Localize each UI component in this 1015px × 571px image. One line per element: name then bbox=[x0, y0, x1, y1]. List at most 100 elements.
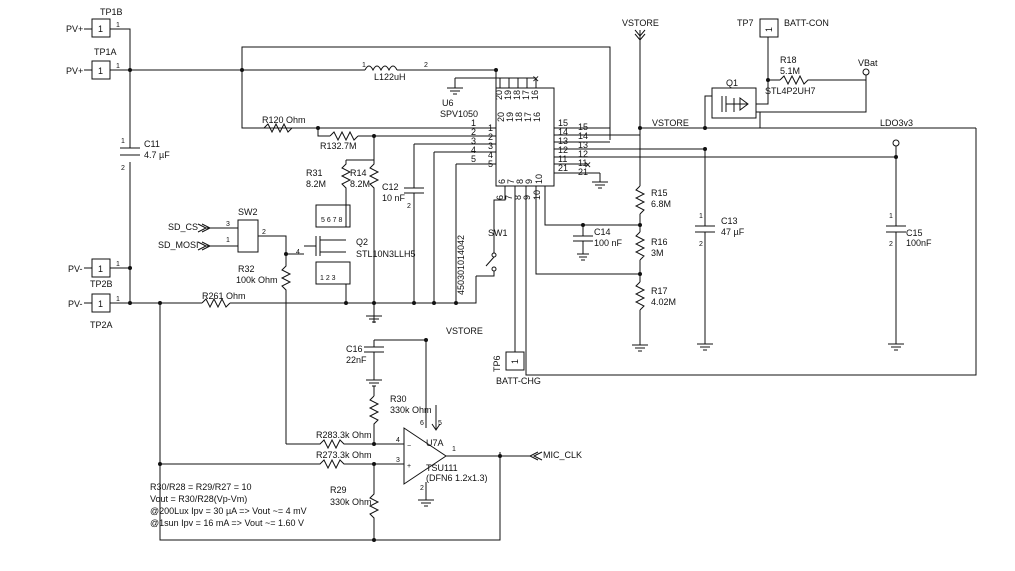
c12-capacitor: C12 10 nF 2 bbox=[382, 144, 424, 303]
tp6-pin: 1 bbox=[510, 359, 520, 364]
r28-ref: R283.3k Ohm bbox=[316, 430, 372, 440]
r17-resistor: R17 4.02M bbox=[634, 281, 676, 311]
ldo3v3-net-label: LDO3v3 bbox=[880, 118, 913, 128]
u6-pin-8: 8 bbox=[515, 179, 525, 184]
u6-pin-20-inner: 20 bbox=[496, 112, 506, 122]
c13-capacitor: C13 47 µF 1 2 bbox=[695, 149, 745, 351]
u6-pin-9-outer: 9 bbox=[522, 195, 532, 200]
r132-resistor: R132.7M bbox=[320, 130, 359, 151]
r31-ref: R31 bbox=[306, 168, 323, 178]
u6-pin-16-inner: 16 bbox=[532, 112, 542, 122]
tp2a-pin-number: 1 bbox=[116, 296, 120, 303]
sw1-ref: SW1 bbox=[488, 228, 508, 238]
c12-value: 10 nF bbox=[382, 193, 406, 203]
u7a-pin4: 4 bbox=[396, 437, 400, 444]
r29-value: 330k Ohm bbox=[330, 497, 372, 507]
r30-ref: R30 bbox=[390, 394, 407, 404]
u7a-pin1: 1 bbox=[452, 446, 456, 453]
sw2-switch: SW2 3 1 2 bbox=[226, 207, 266, 253]
u6-ic: U6 SPV1050 1 2 3 4 5 1 2 3 4 5 15 14 13 … bbox=[440, 87, 588, 200]
tp2b-pin: 1 bbox=[98, 264, 103, 274]
tp7-label: TP7 bbox=[737, 18, 754, 28]
sw1-switch: SW1 bbox=[485, 228, 508, 272]
c15-pin1: 1 bbox=[889, 213, 893, 220]
u6-pin-20: 20 bbox=[494, 90, 504, 100]
r16-resistor: R16 3M bbox=[634, 231, 668, 261]
tp7-testpoint: 1 TP7 BATT-CON bbox=[737, 18, 829, 38]
tp1a-net-label: PV+ bbox=[66, 66, 83, 76]
r28-resistor: R283.3k Ohm bbox=[286, 430, 404, 450]
tp1b-net-label: PV+ bbox=[66, 24, 83, 34]
sd-cs-net-label: SD_CS bbox=[168, 222, 198, 232]
r30-value: 330k Ohm bbox=[390, 405, 432, 415]
c13-value: 47 µF bbox=[721, 227, 745, 237]
u6-pin-7-outer: 7 bbox=[504, 195, 514, 200]
u6-pin16-nc-mark: ✕ bbox=[532, 74, 540, 84]
r32-resistor: R32 100k Ohm bbox=[236, 262, 292, 444]
u6-pin-21-outer: 21 bbox=[578, 167, 588, 177]
u6-pin-7: 7 bbox=[506, 179, 516, 184]
r17-ref: R17 bbox=[651, 286, 668, 296]
note-line-4: @1sun Ipv = 16 mA => Vout ~= 1.60 V bbox=[150, 518, 304, 528]
r31-resistor: R31 8.2M bbox=[306, 160, 352, 205]
u7a-pin2: 2 bbox=[420, 485, 424, 492]
u7a-package: (DFN6 1.2x1.3) bbox=[426, 473, 488, 483]
u7a-ref: U7A bbox=[426, 438, 444, 448]
u7a-part: TSU111 bbox=[426, 463, 458, 473]
vstore-net-label-right: VSTORE bbox=[652, 118, 689, 128]
c14-value: 100 nF bbox=[594, 238, 623, 248]
u6-bottom-pins: 6 7 8 9 10 6 7 8 9 10 bbox=[495, 174, 544, 200]
c12-pin2: 2 bbox=[407, 203, 411, 210]
u7a-opamp: − + U7A TSU111 (DFN6 1.2x1.3) 4 3 1 6 5 … bbox=[396, 420, 488, 492]
tp1b-label: TP1B bbox=[100, 7, 123, 17]
q2-nmos: 5 6 7 8 1 2 3 Q2 STL10N3LLH5 4 bbox=[296, 204, 416, 285]
note-line-3: @200Lux Ipv = 30 µA => Vout ~= 4 mV bbox=[150, 506, 307, 516]
r120-ref: R120 Ohm bbox=[262, 115, 306, 125]
design-notes: R30/R28 = R29/R27 = 10 Vout = R30/R28(Vp… bbox=[150, 482, 307, 528]
u6-pin-3: 3 bbox=[488, 141, 493, 151]
u6-pin-4: 4 bbox=[488, 150, 493, 160]
r17-value: 4.02M bbox=[651, 297, 676, 307]
sw2-pin2: 2 bbox=[262, 229, 266, 236]
tp1a-pin: 1 bbox=[98, 66, 103, 76]
r27-ref: R273.3k Ohm bbox=[316, 450, 372, 460]
q2-gate-pin: 4 bbox=[296, 249, 300, 256]
u6-pin-2: 2 bbox=[488, 132, 493, 142]
c12-ref: C12 bbox=[382, 182, 399, 192]
u6-pin-19: 19 bbox=[503, 90, 513, 100]
sd-mosi-net-label: SD_MOSI bbox=[158, 240, 199, 250]
c16-capacitor: C16 22nF bbox=[346, 340, 384, 380]
u6-pin-1: 1 bbox=[488, 123, 493, 133]
c14-capacitor: C14 100 nF bbox=[573, 225, 623, 261]
tp6-net-label: BATT-CHG bbox=[496, 376, 541, 386]
c11-pin1: 1 bbox=[121, 138, 125, 145]
u6-pin-12: 12 bbox=[558, 145, 568, 155]
u6-pin-15: 15 bbox=[558, 118, 568, 128]
part-number-label: 450301014042 bbox=[456, 235, 466, 295]
tp2a-testpoint: 1 TP2A 1 PV- bbox=[68, 293, 120, 330]
u6-pin-9: 9 bbox=[524, 179, 534, 184]
u6-pin-2-outer: 2 bbox=[471, 127, 476, 137]
tp2a-net-label: PV- bbox=[68, 299, 83, 309]
c13-pin2: 2 bbox=[699, 241, 703, 248]
u6-pin-15-outer: 15 bbox=[578, 122, 588, 132]
r16-ref: R16 bbox=[651, 237, 668, 247]
u6-pin-4-outer: 4 bbox=[471, 145, 476, 155]
u6-pin-17-inner: 17 bbox=[523, 112, 533, 122]
r15-resistor: R15 6.8M bbox=[634, 185, 671, 215]
r132-ref: R132.7M bbox=[320, 141, 357, 151]
u6-pin-12-outer: 12 bbox=[578, 149, 588, 159]
tp1a-testpoint: 1 TP1A 1 PV+ bbox=[66, 47, 120, 80]
c11-ref: C11 bbox=[144, 139, 160, 149]
c16-ref: C16 bbox=[346, 344, 363, 354]
tp7-net-label: BATT-CON bbox=[784, 18, 829, 28]
u6-pin-13: 13 bbox=[558, 136, 568, 146]
c11-capacitor: C11 4.7 µF 1 2 bbox=[120, 138, 170, 172]
vstore-net-label-top: VSTORE bbox=[622, 18, 659, 28]
l1-inductor: L122uH 1 2 bbox=[362, 62, 428, 82]
tp6-label: TP6 bbox=[492, 355, 502, 372]
r18-value: 5.1M bbox=[780, 66, 800, 76]
tp2a-label: TP2A bbox=[90, 320, 113, 330]
r15-ref: R15 bbox=[651, 188, 668, 198]
